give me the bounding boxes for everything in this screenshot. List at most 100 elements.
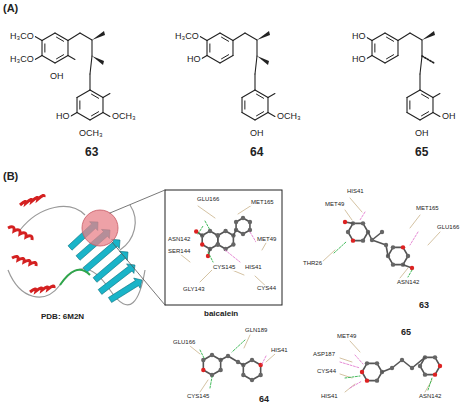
residue-label: HIS41 [270, 347, 289, 354]
double-bond [422, 112, 429, 116]
double-bond [57, 37, 64, 41]
double-bond [222, 55, 229, 59]
interaction-line [210, 377, 212, 388]
residue-stick [190, 346, 200, 354]
ligand-atom [194, 229, 198, 233]
zoom-line [110, 190, 165, 213]
group-label: H₃CO [9, 31, 35, 41]
group-label: OCH₃ [78, 128, 104, 138]
interaction-line [408, 270, 412, 277]
benzene-ring [77, 90, 90, 98]
chain-bond [255, 56, 257, 74]
chain-bond [245, 33, 257, 40]
ligand-atom [410, 266, 414, 270]
group-label: HO [55, 111, 71, 121]
substituent-bond [103, 113, 110, 117]
interaction-line [428, 378, 432, 390]
residue-label: CYS44 [316, 368, 337, 375]
interaction-line [340, 362, 360, 368]
interaction-line [360, 212, 365, 220]
benzene-ring [407, 90, 420, 98]
residue-label: CYS145 [212, 264, 236, 271]
double-bond [92, 94, 99, 98]
ligand-atom [380, 230, 384, 234]
residue-label: THR26 [302, 260, 323, 267]
ligand-atom [241, 216, 245, 220]
residue-label: ASN142 [396, 279, 420, 286]
double-bond [422, 94, 429, 98]
residue-label: HIS41 [320, 393, 339, 400]
wedge-bond [257, 31, 270, 40]
double-bond [79, 101, 80, 109]
beta-sheet [108, 278, 142, 302]
wedge-bond [92, 56, 104, 65]
compound-number: 63 [84, 146, 99, 160]
benzene-ring [420, 90, 433, 98]
ligand-atom [208, 229, 212, 233]
ligand-atom [365, 361, 369, 365]
group-label: HO [351, 54, 367, 64]
ligand-atom [216, 233, 220, 237]
benzene-ring [397, 41, 398, 56]
residue-label: ASP187 [312, 351, 336, 358]
interaction-line [334, 242, 346, 253]
interaction-line [200, 350, 204, 358]
ligand-atom [241, 232, 245, 236]
double-bond [374, 44, 375, 52]
ligand-atom [360, 370, 364, 374]
chain-bond [421, 40, 422, 56]
residue-label: GLU166 [196, 196, 220, 203]
benzene-ring [67, 41, 68, 56]
double-bond [244, 101, 245, 109]
ligand-atom [231, 242, 235, 246]
residue-label: SER144 [167, 248, 191, 255]
double-bond [44, 44, 45, 52]
ligand-atom [370, 238, 374, 242]
benzene-ring [371, 41, 372, 56]
chain-bond [90, 56, 92, 74]
ligand-atom [365, 378, 369, 382]
double-bond [387, 37, 394, 41]
benzene-ring [432, 98, 433, 113]
benzene-ring [90, 90, 103, 98]
binding-pocket [82, 210, 118, 246]
substituent-bond [70, 113, 77, 117]
residue-label: GLU166 [436, 224, 460, 231]
chain-bond [68, 33, 80, 41]
ligand-atom [375, 361, 379, 365]
interaction-line [198, 226, 203, 234]
ligand-atom [375, 378, 379, 382]
interaction-line [205, 221, 210, 230]
compound-number: 64 [258, 394, 270, 404]
residue-stick [266, 354, 275, 362]
ligand-bond [412, 357, 425, 368]
benzene-ring [385, 56, 398, 64]
ligand-atom [250, 358, 254, 362]
ligand-atom [226, 354, 230, 358]
residue-label: ASN142 [167, 236, 191, 243]
residue-stick [200, 270, 212, 282]
compound-number: 65 [400, 327, 412, 337]
compound-number: 65 [414, 146, 429, 160]
group-label: HO [186, 54, 202, 64]
benzene-ring [242, 90, 255, 98]
residue-stick [238, 205, 252, 214]
group-label: OH [249, 128, 265, 138]
wedge-bond [92, 31, 105, 40]
interaction-line [208, 252, 213, 262]
residue-stick [340, 358, 352, 362]
residue-label: MET165 [415, 205, 440, 212]
ligand-atom [418, 364, 422, 368]
chain-bond [91, 40, 92, 56]
residue-stick [345, 210, 352, 220]
ligand-atom [234, 220, 238, 224]
group-label: OH [49, 71, 65, 81]
ligand-atom [248, 228, 252, 232]
ligand-atom [391, 262, 395, 266]
ligand-atom [391, 245, 395, 249]
double-bond [257, 112, 264, 116]
wedge-bond [422, 31, 435, 40]
substituent-bond [433, 94, 440, 98]
chain-bond [233, 33, 245, 41]
